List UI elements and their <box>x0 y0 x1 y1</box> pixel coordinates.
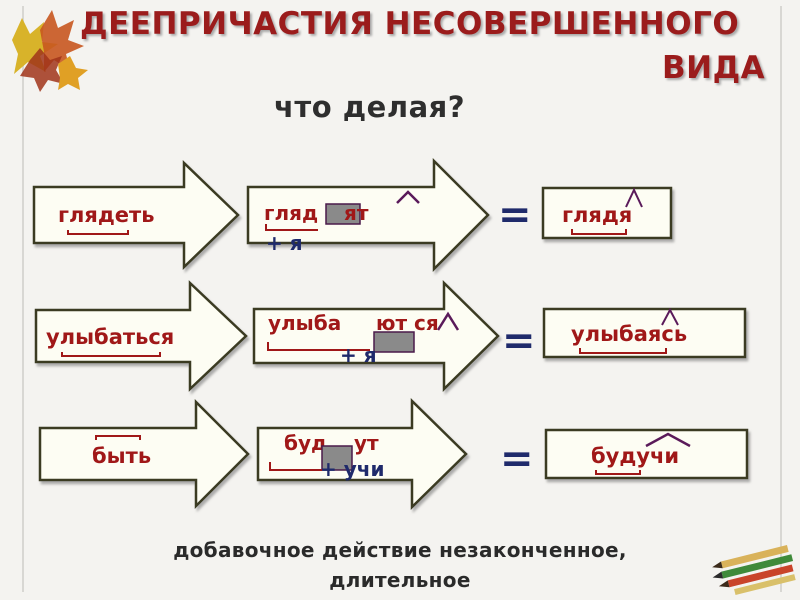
root-mark-2 <box>61 352 161 357</box>
infinitive-3: быть <box>92 444 151 468</box>
question-text: что делая? <box>274 90 466 124</box>
ending-3: ут <box>354 431 379 455</box>
arrow-stem-1 <box>246 157 490 273</box>
result-suffix-mark-3 <box>645 432 691 448</box>
title-line-1: ДЕЕПРИЧАСТИЯ НЕСОВЕРШЕННОГО <box>80 6 740 42</box>
ending-box-1 <box>325 203 361 225</box>
ending-1: ят <box>344 201 369 225</box>
stem-1: гляд <box>264 201 318 225</box>
result-root-mark-1 <box>571 229 627 235</box>
plus-suffix-1: + я <box>266 231 303 255</box>
arrow-infinitive-3 <box>38 398 250 510</box>
stem-2: улыба <box>268 311 341 335</box>
footer-line-1: добавочное действие незаконченное, <box>173 538 627 562</box>
equals-3: = <box>500 436 534 482</box>
plus-suffix-3: + учи <box>320 457 385 481</box>
equals-2: = <box>502 318 536 364</box>
ending-box-3 <box>321 445 353 471</box>
autumn-leaves-icon <box>12 10 88 92</box>
row-2: улыбаться улыба ют ся + я = улыбаясь <box>34 280 747 392</box>
infinitive-2: улыбаться <box>46 325 174 349</box>
suffix-mark-2 <box>436 311 460 331</box>
arrow-stem-3 <box>256 398 468 510</box>
slide-frame <box>22 6 782 592</box>
stem-root-mark-2 <box>267 342 370 351</box>
result-box-1 <box>541 186 673 240</box>
row-3: быть буд ут + учи = будучи <box>38 398 749 510</box>
ending-box-2 <box>373 331 415 353</box>
plus-suffix-2: + я <box>340 343 377 367</box>
arrow-infinitive-1 <box>32 160 240 270</box>
equals-1: = <box>498 192 532 238</box>
result-2: улыбаясь <box>571 322 687 346</box>
result-box-2 <box>542 307 747 359</box>
result-suffix-mark-2 <box>661 307 679 326</box>
stem-root-mark-3 <box>269 462 322 471</box>
infinitive-1: глядеть <box>58 203 155 227</box>
footer-line-2: длительное <box>329 568 471 592</box>
title-line-2: ВИДА <box>662 50 766 86</box>
row-1: глядеть гляд ят + я = глядя <box>32 157 673 273</box>
root-mark-1 <box>67 230 129 235</box>
result-suffix-mark-1 <box>625 187 643 208</box>
result-root-mark-3 <box>595 470 641 475</box>
suffix-mark-1 <box>396 190 420 204</box>
stem-3: буд <box>284 431 327 455</box>
result-box-3 <box>544 428 749 480</box>
pencils-icon <box>712 545 796 595</box>
stem-root-mark-1 <box>265 224 318 231</box>
ending-2: ют ся <box>376 311 439 335</box>
result-3: будучи <box>591 444 679 468</box>
root-mark-3 <box>95 435 141 440</box>
result-root-mark-2 <box>579 348 667 354</box>
arrow-infinitive-2 <box>34 280 248 392</box>
result-1: глядя <box>562 203 632 227</box>
